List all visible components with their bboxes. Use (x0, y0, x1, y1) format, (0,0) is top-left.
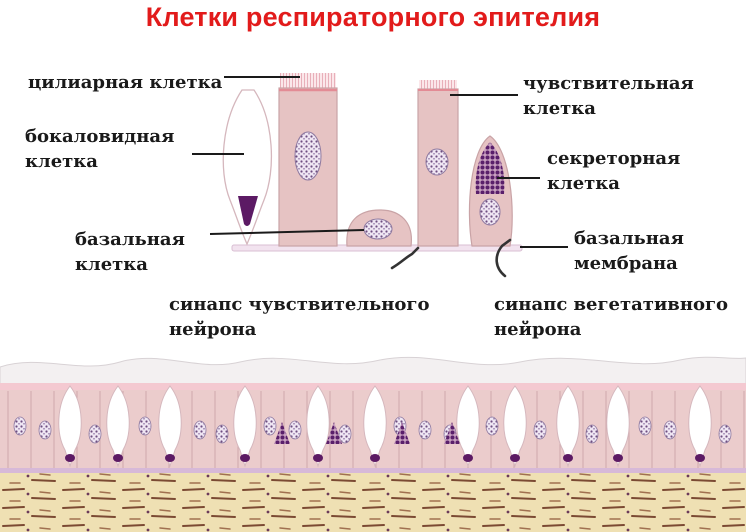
goblet-cell (222, 89, 272, 246)
sensory-cell (417, 80, 459, 247)
label-vegetative-synapse: синапс вегетативного нейрона (494, 294, 729, 340)
label-sensory-cell: чувствительная клетка (523, 73, 694, 119)
label-basal-cell: базальная клетка (75, 229, 185, 275)
diagram-title: Клетки респираторного эпителия (145, 2, 601, 32)
label-goblet-cell: бокаловидная клетка (25, 126, 175, 172)
histology-nuclei (13, 416, 732, 444)
basal-cell (346, 209, 412, 247)
label-ciliated-cell: цилиарная клетка (28, 72, 223, 93)
label-sensory-synapse: синапс чувствительного нейрона (169, 294, 430, 340)
histology-secretory-granules (274, 422, 460, 444)
ciliated-cell (278, 73, 338, 247)
sensory-nerve-ending (390, 246, 420, 270)
secretory-cell (468, 135, 513, 247)
vegetative-nerve-ending (495, 238, 512, 278)
histology-goblet-cells (58, 385, 712, 468)
leader-lines (192, 76, 568, 248)
label-basal-membrane: базальная мембрана (574, 228, 684, 274)
label-secretory-cell: секреторная клетка (547, 148, 681, 194)
